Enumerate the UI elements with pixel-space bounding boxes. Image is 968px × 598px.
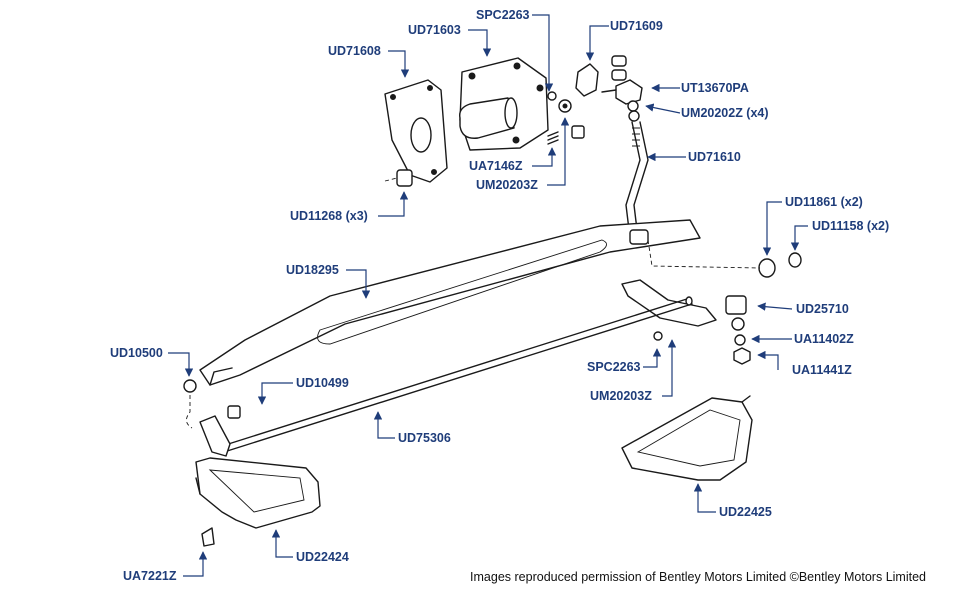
bracket-ud22425 <box>621 395 753 481</box>
label-ud25710: UD25710 <box>796 302 849 316</box>
drawing-layer <box>183 55 802 547</box>
label-um20203z-top: UM20203Z <box>476 178 538 192</box>
bracket-plate-ud71608 <box>384 79 448 183</box>
label-ud11268: UD11268 (x3) <box>290 209 368 223</box>
label-ua11402z: UA11402Z <box>794 332 854 346</box>
bracket-cylinder-ud71603 <box>459 57 549 151</box>
label-um20202z: UM20202Z (x4) <box>681 106 769 120</box>
label-ud22424: UD22424 <box>296 550 349 564</box>
label-ud71603: UD71603 <box>408 23 461 37</box>
label-ud11158: UD11158 (x2) <box>812 219 889 233</box>
left-small-parts <box>183 379 241 429</box>
label-ud71610: UD71610 <box>688 150 741 164</box>
label-ua11441z: UA11441Z <box>792 363 852 377</box>
part-labels: UD71608 UD71603 SPC2263 UD71609 UT13670P… <box>110 8 926 584</box>
credit-text: Images reproduced permission of Bentley … <box>470 570 926 584</box>
label-ud75306: UD75306 <box>398 431 451 445</box>
label-spc2263-bottom: SPC2263 <box>587 360 641 374</box>
label-ut13670pa: UT13670PA <box>681 81 749 95</box>
cross-rod-ud75306 <box>199 296 693 457</box>
label-spc2263-top: SPC2263 <box>476 8 530 22</box>
rod-linkage-ud71609 <box>575 55 649 239</box>
label-ud10500: UD10500 <box>110 346 163 360</box>
label-ud18295: UD18295 <box>286 263 339 277</box>
label-ud71608: UD71608 <box>328 44 381 58</box>
bracket-ud22424 <box>195 457 321 547</box>
label-um20203z-bottom: UM20203Z <box>590 389 652 403</box>
label-ud11861: UD11861 (x2) <box>785 195 863 209</box>
label-ud71609: UD71609 <box>610 19 663 33</box>
label-ua7221z: UA7221Z <box>123 569 177 583</box>
lever-arm-ud18295 <box>199 219 701 386</box>
top-hardware <box>384 91 585 187</box>
label-ua7146z: UA7146Z <box>469 159 523 173</box>
leader-lines <box>168 14 808 577</box>
label-ud22425: UD22425 <box>719 505 772 519</box>
label-ud10499: UD10499 <box>296 376 349 390</box>
right-bracket-assembly <box>621 239 802 365</box>
